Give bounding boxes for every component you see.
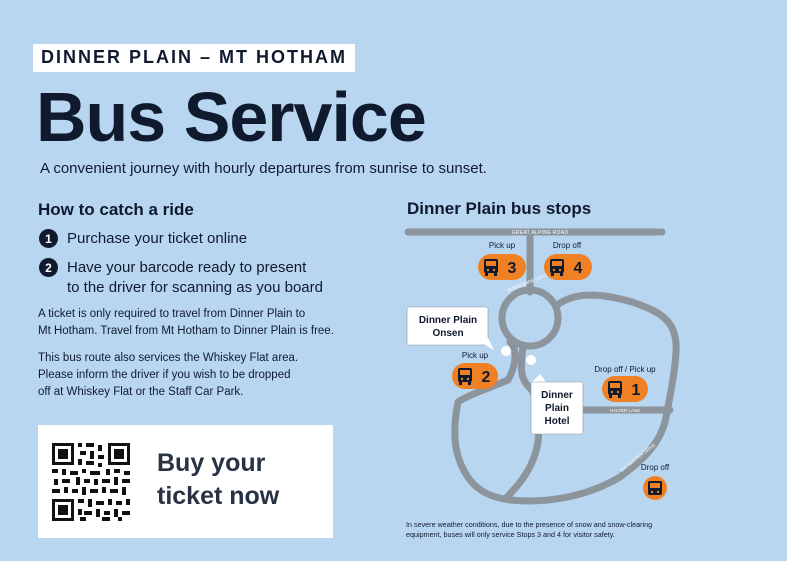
step-text: Purchase your ticket online [67, 230, 248, 247]
step-text-line: to the driver for scanning as you board [67, 279, 323, 296]
stop-number: 3 [508, 260, 517, 277]
whiskey-flat-paragraph: This bus route also services the Whiskey… [38, 350, 298, 401]
step-number-badge: 1 [39, 229, 58, 248]
step-text-line: Have your barcode ready to present [67, 259, 307, 276]
onsen-callout: Dinner Plain Onsen [406, 306, 511, 356]
big-muster-drive [451, 291, 680, 505]
step-1: 1 Purchase your ticket online [39, 229, 247, 249]
bus-icon [608, 381, 622, 398]
note-line: In severe weather conditions, due to the… [406, 520, 653, 529]
bus-stop-3[interactable]: Pick up 3 [478, 241, 526, 280]
stop-label: Drop off [553, 241, 582, 250]
bus-icon [484, 259, 498, 276]
hotel-location-dot [526, 355, 536, 365]
bus-stops-heading: Dinner Plain bus stops [407, 199, 592, 218]
bus-stop-drop-off[interactable]: Drop off [641, 463, 670, 500]
note-line: equipment, buses will only service Stops… [406, 530, 615, 539]
stop-label: Drop off / Pick up [594, 365, 656, 374]
page-title: Bus Service [36, 78, 427, 156]
hotel-callout: Dinner Plain Hotel [526, 355, 584, 435]
bus-stops-map: GREAT ALPINE ROAD HORSESHOE CIRCLE HALTE… [404, 228, 680, 505]
paragraph-line: Please inform the driver if you wish to … [38, 369, 291, 381]
paragraph-line: Mt Hotham. Travel from Mt Hotham to Dinn… [38, 325, 334, 337]
ticket-info-paragraph: A ticket is only required to travel from… [38, 306, 334, 340]
paragraph-line: A ticket is only required to travel from… [38, 308, 306, 320]
page-subtitle: A convenient journey with hourly departu… [40, 160, 487, 177]
bus-icon [550, 259, 564, 276]
location-kicker: DINNER PLAIN – MT HOTHAM [33, 44, 355, 72]
stop-number: 1 [632, 382, 641, 399]
weather-note: In severe weather conditions, due to the… [406, 520, 726, 540]
road-label: GREAT ALPINE ROAD [512, 230, 569, 236]
road-label: HALTER LANE [610, 408, 640, 413]
bus-stop-1[interactable]: Drop off / Pick up 1 [594, 365, 656, 402]
page-border-bottom [0, 561, 791, 565]
onsen-label-line: Dinner Plain [419, 315, 477, 326]
paragraph-line: off at Whiskey Flat or the Staff Car Par… [38, 386, 244, 398]
step-text: Have your barcode ready to present to th… [67, 258, 323, 298]
onsen-label-line: Onsen [432, 328, 463, 339]
stop-label: Drop off [641, 463, 670, 472]
bus-stop-4[interactable]: Drop off 4 [544, 241, 592, 280]
onsen-location-dot [501, 346, 511, 356]
page-border-right [787, 0, 791, 565]
stop-label: Pick up [462, 351, 489, 360]
hotel-label-line: Plain [545, 403, 569, 414]
bus-icon [458, 368, 472, 385]
buy-ticket-link[interactable]: Buy your ticket now [157, 447, 279, 513]
stop-label: Pick up [489, 241, 516, 250]
bus-stop-2[interactable]: Pick up 2 [452, 351, 498, 389]
ticket-qr-code[interactable] [52, 443, 130, 521]
stop-number: 4 [574, 260, 583, 277]
how-to-heading: How to catch a ride [38, 200, 194, 219]
paragraph-line: This bus route also services the Whiskey… [38, 352, 299, 364]
stop-number: 2 [482, 369, 491, 386]
step-number-badge: 2 [39, 258, 58, 277]
hotel-label-line: Hotel [545, 416, 570, 427]
horseshoe-circle-road [498, 286, 562, 350]
buy-text-line[interactable]: Buy your [157, 449, 266, 477]
buy-ticket-card[interactable]: Buy your ticket now [38, 425, 333, 538]
step-2: 2 Have your barcode ready to present to … [39, 258, 323, 298]
hotel-label-line: Dinner [541, 390, 573, 401]
buy-text-line[interactable]: ticket now [157, 482, 280, 510]
bus-icon [648, 481, 662, 495]
